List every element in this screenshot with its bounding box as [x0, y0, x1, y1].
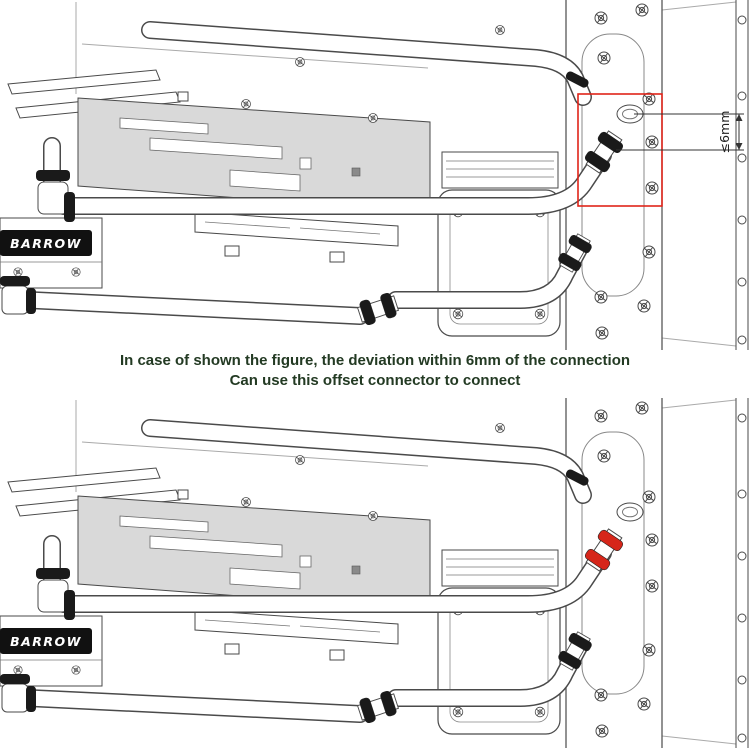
illustration-bottom: [0, 398, 748, 748]
deviation-annotation: ≤6mm: [577, 93, 744, 207]
caption-line-1: In case of shown the figure, the deviati…: [119, 352, 631, 369]
dimension-label: ≤6mm: [717, 111, 732, 154]
arrow-down-icon: [735, 143, 743, 150]
illustration-top: [0, 0, 748, 350]
caption: In case of shown the figure, the deviati…: [0, 351, 750, 397]
caption-line-2: Can use this offset connector to connect: [229, 372, 521, 389]
arrow-up-icon: [735, 114, 743, 121]
